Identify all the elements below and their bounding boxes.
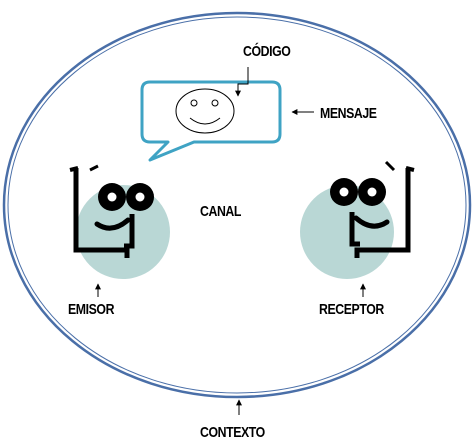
context-ring: [2, 11, 472, 399]
emisor-label: EMISOR: [68, 301, 115, 318]
mensaje-label: MENSAJE: [320, 105, 377, 122]
receptor-label: RECEPTOR: [319, 301, 384, 318]
codigo-label: CÓDIGO: [243, 43, 291, 60]
smiley-face-icon: [175, 88, 235, 134]
contexto-label: CONTEXTO: [200, 424, 265, 441]
canal-label: CANAL: [200, 203, 241, 220]
receiver-head-icon: [300, 160, 415, 279]
codigo-arrow: [235, 67, 249, 97]
sender-head-icon: [69, 164, 170, 279]
